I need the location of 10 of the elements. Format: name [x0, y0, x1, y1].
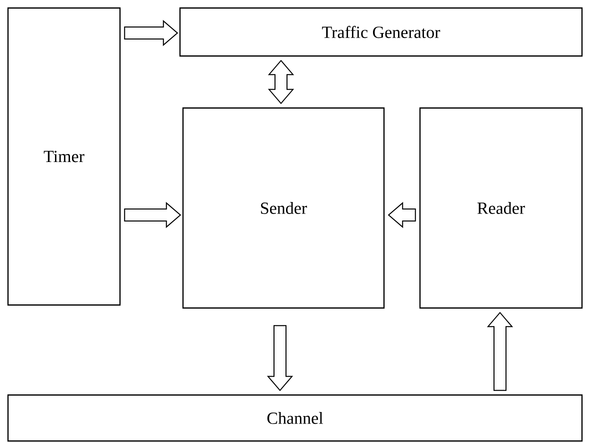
block-arrow	[266, 325, 294, 392]
block-arrow	[388, 202, 416, 228]
process-box: Sender	[182, 107, 385, 309]
process-box: Channel	[7, 394, 583, 442]
block-arrow	[124, 202, 182, 228]
process-box: Timer	[7, 7, 121, 306]
block-arrow	[124, 20, 178, 46]
block-arrow	[486, 312, 514, 391]
process-box: Reader	[419, 107, 583, 309]
process-box: Traffic Generator	[179, 7, 583, 57]
